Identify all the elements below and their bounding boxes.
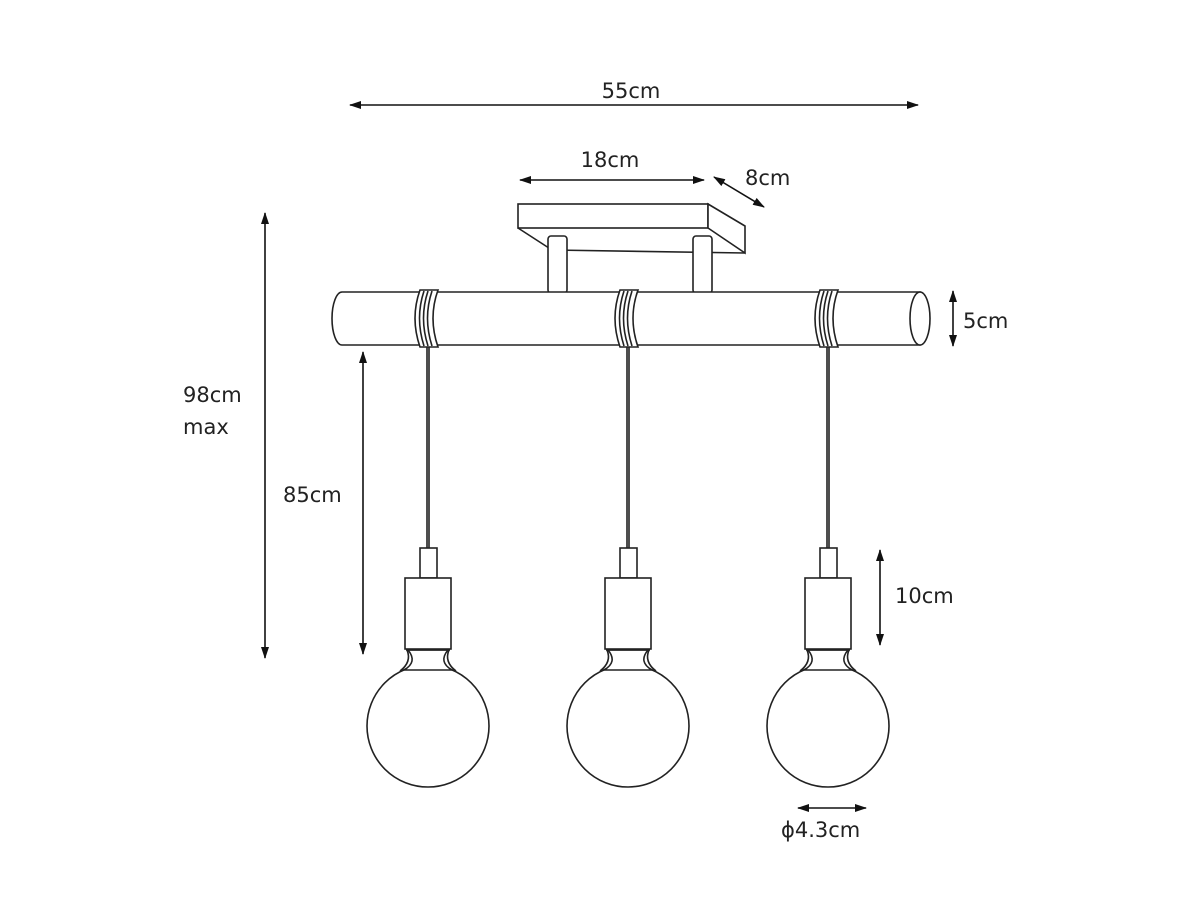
pendant-lamp-1 [366, 289, 490, 788]
globe-bulb [766, 664, 890, 788]
canopy-length-label: 18cm [581, 148, 640, 172]
cable-length-label: 85cm [283, 483, 342, 507]
dimension-canopy-length: 18cm [519, 148, 705, 184]
socket-height-label: 10cm [895, 584, 954, 608]
bar-ring [814, 289, 840, 348]
bar-ring [614, 289, 640, 348]
socket [804, 577, 852, 650]
dimension-socket-height: 10cm [876, 549, 954, 646]
socket [604, 577, 652, 650]
dimension-canopy-depth: 8cm [713, 166, 790, 208]
max-height-note: max [183, 415, 229, 439]
dimension-max-height: 98cm max [183, 212, 269, 659]
bar-diameter-label: 5cm [963, 309, 1008, 333]
dimension-total-width: 55cm [349, 79, 919, 109]
dimension-cable-length: 85cm [283, 351, 367, 655]
socket-tube [619, 547, 638, 579]
globe-bulb [566, 664, 690, 788]
dimension-socket-diameter: ϕ4.3cm [781, 804, 867, 842]
max-height-label: 98cm [183, 383, 242, 407]
bar-ring [414, 289, 440, 348]
socket-tube [819, 547, 838, 579]
socket-diameter-label: ϕ4.3cm [781, 818, 860, 842]
canopy-depth-label: 8cm [745, 166, 790, 190]
socket [404, 577, 452, 650]
globe-bulb [366, 664, 490, 788]
total-width-label: 55cm [602, 79, 661, 103]
pendant-lamp-3 [766, 289, 890, 788]
ceiling-canopy [517, 202, 746, 294]
socket-tube [419, 547, 438, 579]
pendant-lamp-2 [566, 289, 690, 788]
dimension-bar-diameter: 5cm [949, 290, 1008, 347]
